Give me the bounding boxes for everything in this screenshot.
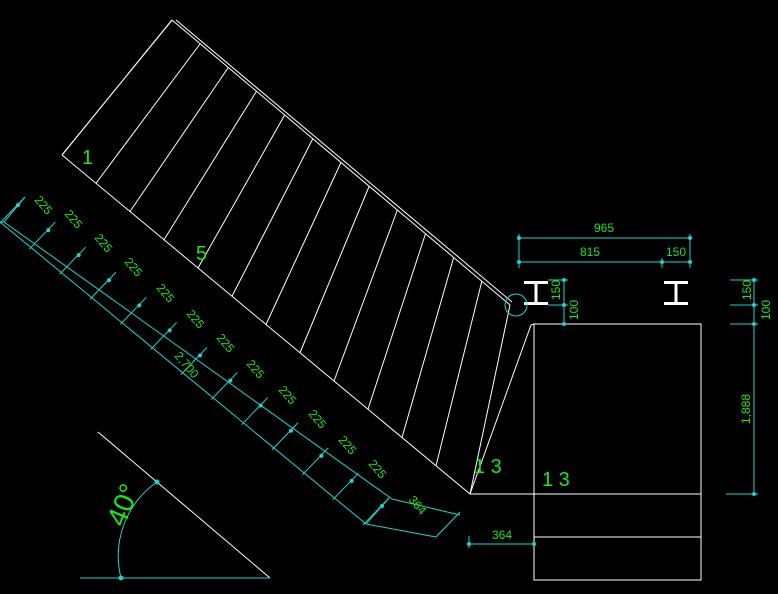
tread-dim-3: 225 [92,231,116,256]
tread-dimension-chain [0,196,461,538]
dimension-node [319,453,324,458]
top-dimensions: 965 815 150 [517,221,692,268]
step-number-last-stair: 1 3 [474,456,502,478]
step-number-mid: 5 [196,243,207,265]
tread-dim-8: 225 [244,357,268,382]
tread-dim-12: 225 [366,457,390,482]
dimension-node [349,478,354,483]
step-number-last-landing: 1 3 [542,469,570,491]
dimension-tick [0,196,26,224]
dimension-tick [59,246,87,275]
tread-line [333,209,398,382]
support-circle-icon [504,293,528,317]
dimension-node [228,378,233,383]
dimension-node [137,303,142,308]
tread-line [435,281,483,466]
tread-line [401,257,455,438]
tread-line [163,90,257,241]
beam-height-left-dim: 150 [549,280,563,300]
angle-indicator: 40° [80,431,271,581]
dimension-tick [332,472,360,501]
tread-dim-10: 225 [306,407,330,432]
tread-dim-11: 225 [336,433,360,458]
dimension-tick [241,397,269,426]
dimension-node [258,403,263,408]
dimension-node [76,253,81,258]
tread-line [197,114,286,269]
stair-treads [61,19,511,495]
dimension-tick [89,271,117,300]
dimension-node [167,328,172,333]
dimension-tick [180,347,208,375]
tread-dim-2: 225 [62,207,86,232]
tread-dimension-labels: 225 225 225 225 225 225 225 225 225 225 … [32,193,430,518]
beam-height-right-dim: 150 [740,280,754,300]
top-overall-dim: 965 [594,221,614,235]
tread-line [299,186,370,353]
right-height-dim: 1,888 [739,394,753,424]
tread-line [469,304,511,495]
dimension-tick [119,296,147,325]
right-vertical-dimensions: 150 100 1,888 [726,278,773,496]
tread-line [129,67,229,212]
beam-dimensions-left: 150 100 [548,278,581,326]
beam-offset-right-dim: 100 [759,300,773,320]
dimension-tick [150,322,178,350]
tread-dim-9: 225 [276,383,300,408]
tread-line [367,233,426,410]
tread-line [265,162,342,325]
tread-line [231,138,314,297]
i-beam-icon [664,281,688,305]
beam-offset-left-dim: 100 [567,300,581,320]
dimension-node [107,278,111,283]
dimension-tick [210,372,238,400]
landing-oblique-dim: 364 [406,493,430,518]
dimension-node [289,428,293,433]
dimension-tick [271,422,299,451]
tread-line [61,19,173,156]
dimension-node [380,504,384,508]
top-right-dim: 150 [666,245,686,259]
angle-label: 40° [101,479,146,530]
dimension-node [16,203,20,207]
landing-flat-dim: 364 [492,528,512,542]
tread-line [95,43,201,184]
tread-dim-5: 225 [154,281,178,306]
dimension-tick [28,221,56,250]
i-beam-icon [524,281,548,305]
dimension-node [198,353,202,358]
landing-block [530,323,702,581]
landing-flat-dimension: 364 [467,528,536,548]
dimension-tick [301,447,329,476]
top-left-dim: 815 [580,245,600,259]
step-number-first: 1 [82,147,93,169]
tread-dim-6: 225 [184,307,208,332]
tread-dim-7: 225 [214,331,238,356]
tread-dim-1: 225 [32,193,56,218]
dimension-node [46,228,51,233]
tread-dim-4: 225 [122,255,146,280]
dimension-tick [362,497,390,526]
